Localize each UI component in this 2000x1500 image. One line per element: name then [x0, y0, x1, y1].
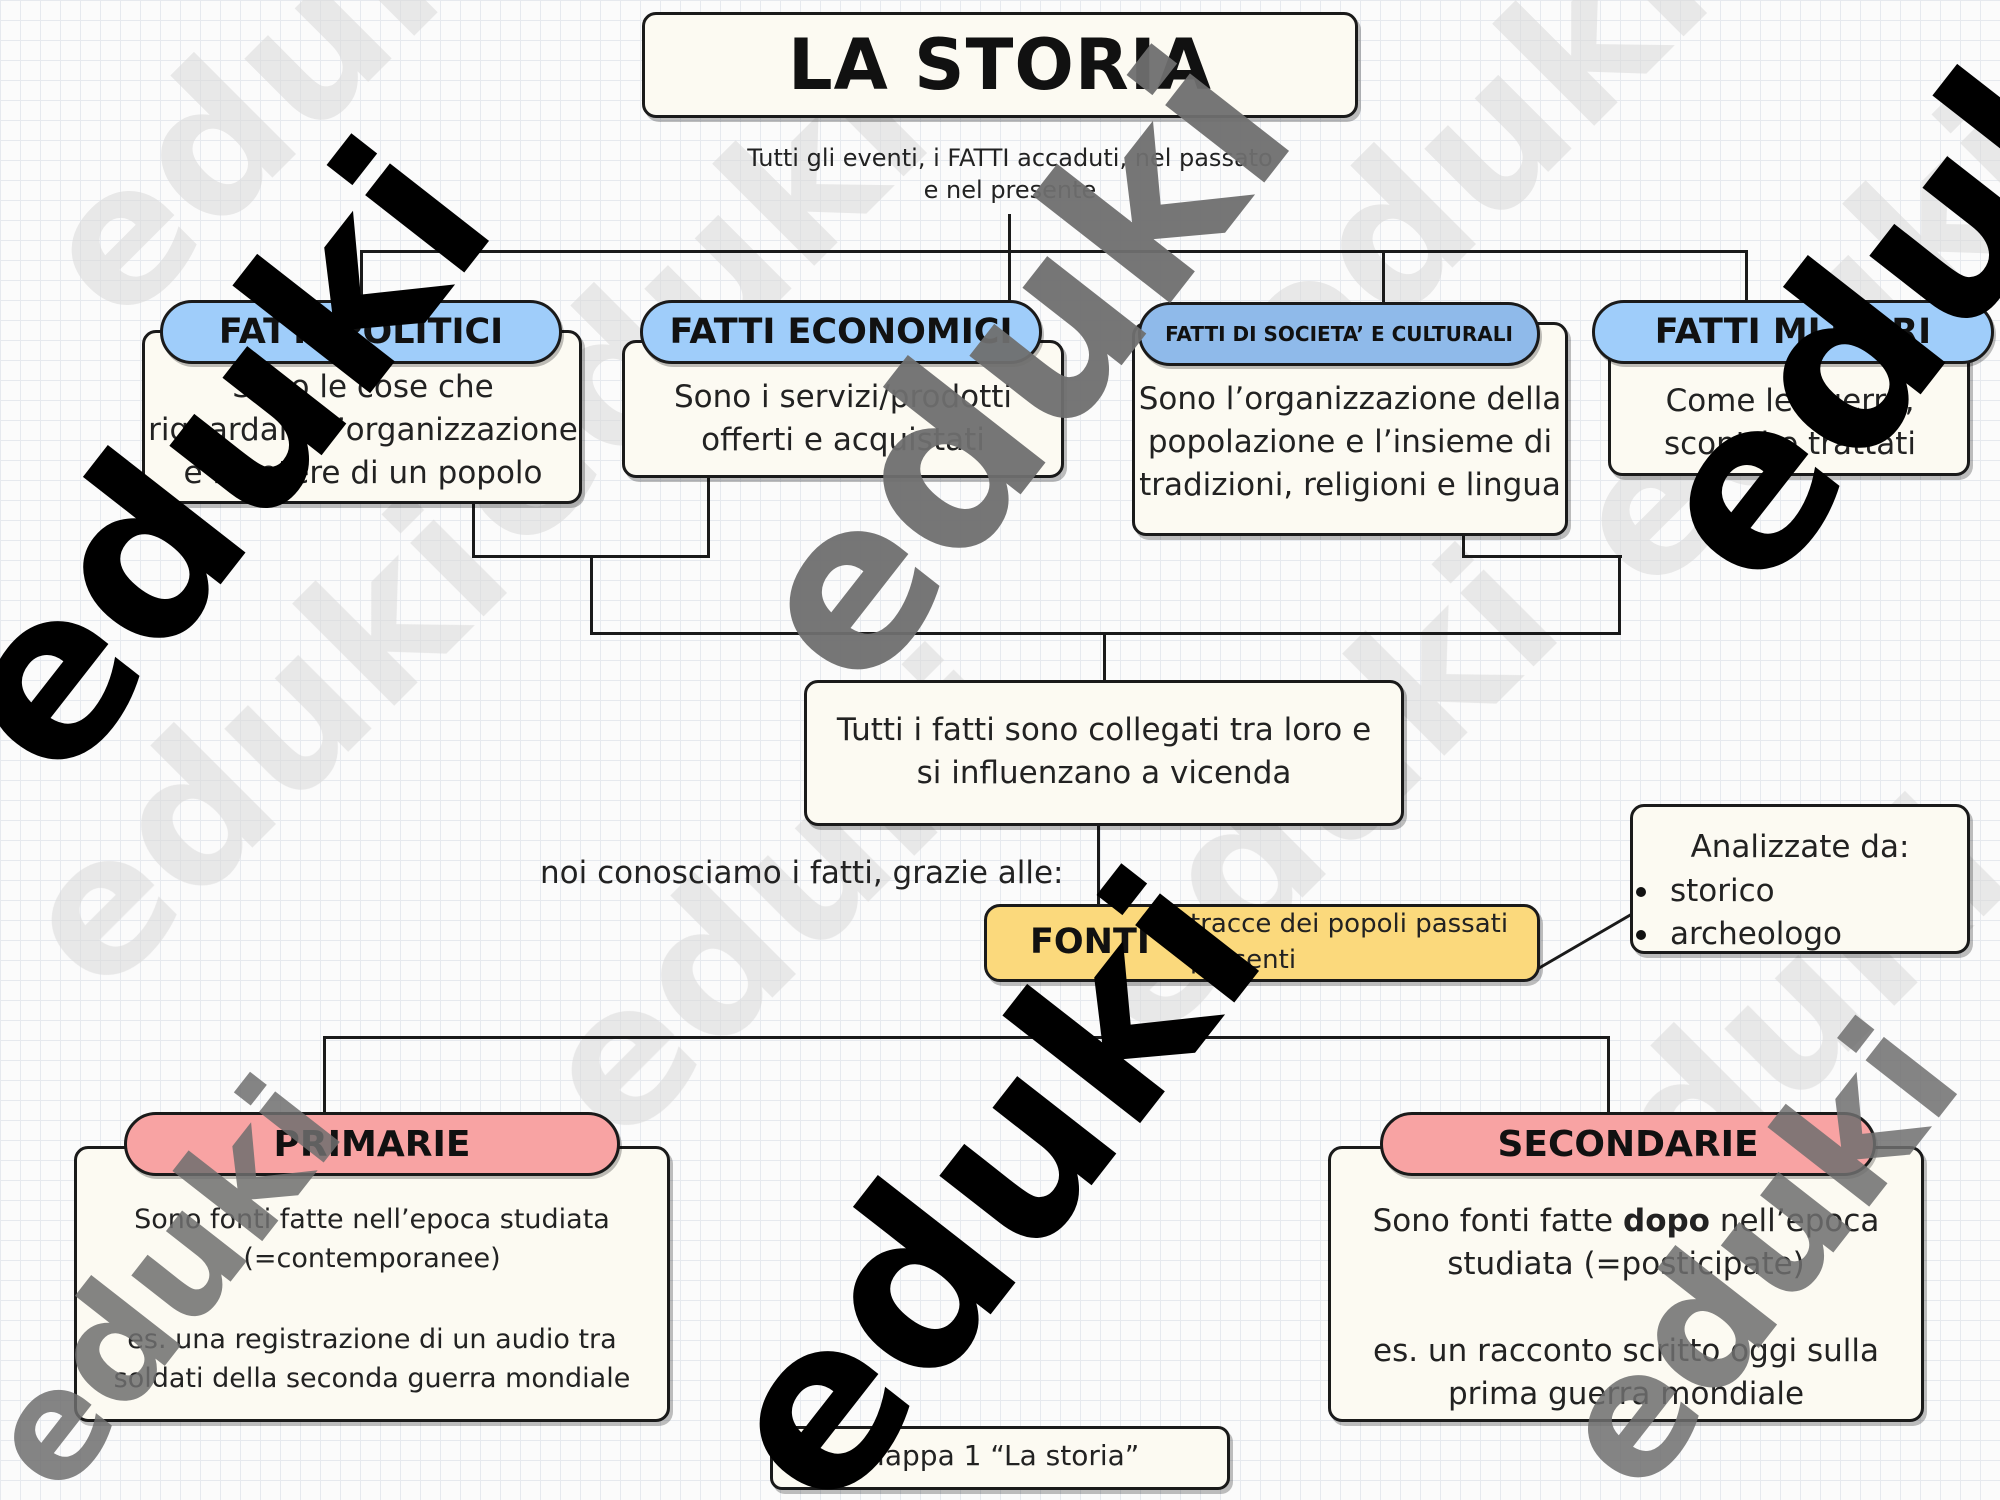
connector-line: [1104, 980, 1107, 1038]
bullet-icon: [1636, 886, 1646, 897]
analysis-box: [1630, 804, 1970, 954]
category-description: Sono i servizi/prodotti offerti e acquis…: [673, 379, 1013, 458]
secondary-box: [1328, 1146, 1924, 1422]
category-header-societa: FATTI DI SOCIETA’ E CULTURALI: [1138, 302, 1540, 366]
category-description: Sono le cose che riguardano l’organizzaz…: [148, 369, 578, 491]
connector-line: [360, 250, 1748, 253]
list-item: archeologo: [1630, 913, 1950, 956]
connector-line: [472, 503, 475, 557]
connector-line: [1462, 555, 1622, 558]
footer-box: [770, 1426, 1230, 1490]
faint-watermark: eduki: [0, 457, 550, 1032]
connector-line: [1103, 632, 1106, 682]
primary-box: [74, 1146, 670, 1422]
footer-label: Mappa 1 “La storia”: [860, 1439, 1140, 1472]
secondary-definition: Sono fonti fatte dopo nell’epoca studiat…: [1372, 1203, 1880, 1282]
connector-label: noi conosciamo i fatti, grazie alle:: [540, 855, 1064, 891]
connector-line: [1008, 214, 1011, 254]
connector-line: [1462, 536, 1465, 557]
list-item: storico: [1630, 870, 1950, 913]
sources-label: FONTI =: [1030, 922, 1192, 962]
page-title: LA STORIA: [788, 24, 1212, 106]
connector-line: [323, 1036, 326, 1112]
primary-header: PRIMARIE: [124, 1112, 620, 1176]
connector-line: [1607, 1036, 1610, 1112]
title-box: LA STORIA: [642, 12, 1358, 118]
sources-definition: tracce dei popoli passati presenti: [1190, 909, 1509, 975]
connector-line: [1618, 555, 1621, 635]
category-header-militari: FATTI MLITARI: [1592, 300, 1994, 364]
connector-line: [707, 478, 710, 558]
connector-line: [1008, 250, 1011, 312]
connector-line: [1382, 250, 1385, 312]
subtitle: Tutti gli eventi, i FATTI accaduti, nel …: [747, 144, 1273, 204]
bullet-icon: [1636, 929, 1646, 940]
connector-line: [1745, 250, 1748, 312]
category-header-politici: FATTI POLITICI: [160, 300, 562, 364]
connection-text: Tutti i fatti sono collegati tra loro e …: [836, 712, 1372, 791]
sources-box: [984, 904, 1540, 982]
analysis-heading: Analizzate da:: [1690, 829, 1910, 865]
connection-box: [804, 680, 1404, 826]
category-header-economici: FATTI ECONOMICI: [640, 300, 1042, 364]
connector-line: [360, 250, 363, 312]
emphasis-text: dopo: [1623, 1203, 1710, 1239]
secondary-example: es. un racconto scritto oggi sulla prima…: [1373, 1333, 1879, 1412]
primary-definition: Sono fonti fatte nell’epoca studiata (=c…: [134, 1204, 610, 1274]
category-description: Sono l’organizzazione della popolazione …: [1138, 381, 1562, 503]
connector-line: [590, 555, 593, 635]
analysis-list: storico archeologo: [1630, 870, 1950, 956]
connector-line: [323, 1036, 1610, 1039]
connector-diagonal: [1521, 912, 1633, 980]
category-description: Come le guerre, scontri e trattati: [1663, 383, 1917, 462]
primary-example: es. una registrazione di un audio tra so…: [113, 1324, 631, 1394]
connector-line: [1097, 826, 1100, 906]
secondary-header: SECONDARIE: [1380, 1112, 1876, 1176]
